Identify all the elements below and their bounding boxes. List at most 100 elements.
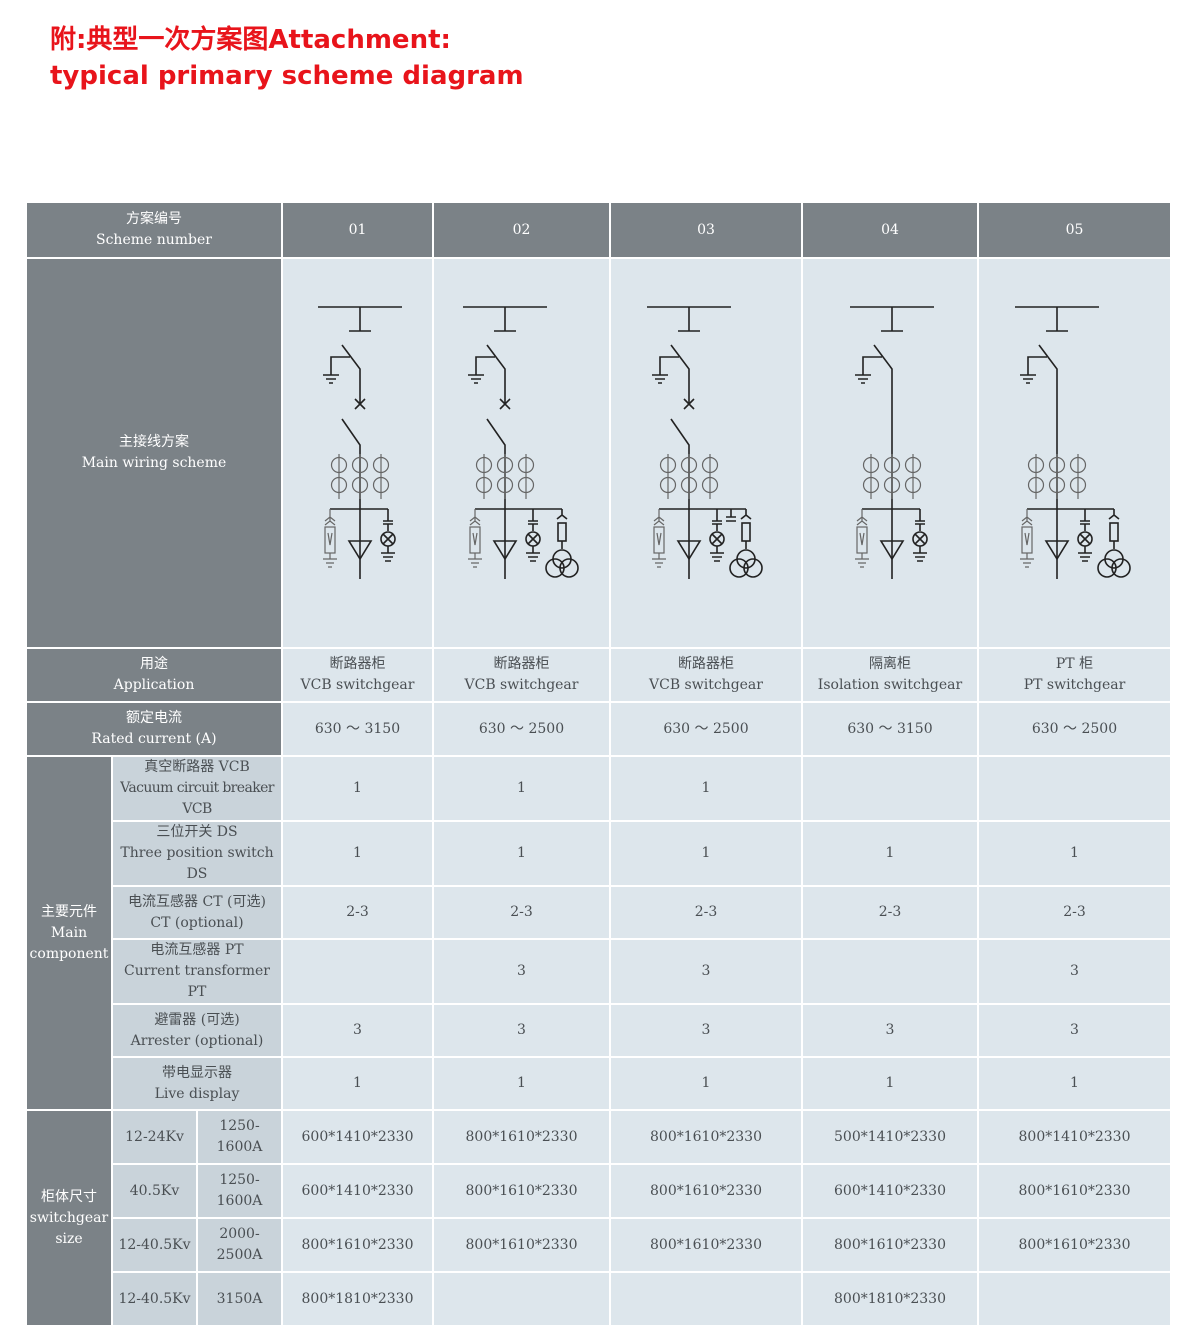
component-qty: 3 — [283, 1005, 432, 1056]
component-cn: 真空断路器 VCB — [144, 759, 250, 775]
scheme-number-5: 05 — [979, 203, 1170, 257]
voltage: 12-24Kv — [113, 1111, 196, 1163]
arrester-icon — [323, 509, 337, 568]
rated-current-cell: 630 ～ 2500 — [611, 703, 801, 755]
component-en: Three position switch DS — [120, 845, 274, 882]
arrester-icon — [652, 509, 666, 568]
current-transformer-icon — [659, 454, 719, 499]
size-value: 600*1410*2330 — [283, 1165, 432, 1217]
size-value: 800*1610*2330 — [434, 1165, 609, 1217]
size-value: 800*1610*2330 — [979, 1165, 1170, 1217]
component-qty: 3 — [434, 940, 609, 1003]
current-transformer-icon — [1027, 454, 1087, 499]
page-title: 附:典型一次方案图Attachment: typical primary sch… — [50, 22, 524, 94]
live-display-icon — [380, 509, 396, 562]
application-en: Isolation switchgear — [817, 677, 963, 693]
label-en: Main wiring scheme — [81, 455, 227, 471]
voltage-transformer-icon — [545, 509, 579, 578]
component-qty: 2-3 — [434, 887, 609, 938]
wiring-diagram-cell — [979, 259, 1170, 647]
size-value — [979, 1273, 1170, 1325]
arrester-icon — [1020, 509, 1034, 568]
breaker-x-icon — [354, 398, 366, 410]
capacitor-icon — [726, 509, 736, 522]
current-range: 1250-1600A — [198, 1111, 281, 1163]
size-value — [611, 1273, 801, 1325]
component-qty: 2-3 — [283, 887, 432, 938]
live-display-icon — [912, 509, 928, 562]
component-cn: 避雷器 (可选) — [154, 1011, 240, 1028]
current-transformer-icon — [475, 454, 535, 499]
component-qty: 2-3 — [611, 887, 801, 938]
rated-current-cell: 630 ～ 3150 — [283, 703, 432, 755]
size-value: 800*1610*2330 — [611, 1219, 801, 1271]
size-value: 800*1810*2330 — [803, 1273, 977, 1325]
label-en: size — [55, 1230, 83, 1247]
scheme-number-2: 02 — [434, 203, 609, 257]
component-qty — [979, 757, 1170, 820]
disconnect-switch-icon — [468, 344, 506, 405]
wiring-diagram-cell — [283, 259, 432, 647]
wiring-diagram-3 — [647, 306, 763, 579]
component-qty: 1 — [283, 1058, 432, 1109]
component-en: CT (optional) — [150, 914, 244, 931]
application-cell: 断路器柜 VCB switchgear — [434, 649, 609, 701]
voltage: 40.5Kv — [113, 1165, 196, 1217]
component-cn: 电流互感器 CT (可选) — [128, 893, 266, 910]
component-en: Vacuum circuit breaker VCB — [120, 780, 274, 817]
breaker-x-icon — [683, 398, 695, 410]
cable-terminal-icon — [879, 540, 905, 561]
rated-current-cell: 630 ～ 2500 — [979, 703, 1170, 755]
label-en: Main — [50, 924, 88, 941]
cable-terminal-icon — [492, 540, 518, 561]
application-cn: 断路器柜 — [329, 656, 386, 672]
component-qty: 1 — [979, 822, 1170, 885]
current-transformer-icon — [862, 454, 922, 499]
current-range: 1250-1600A — [198, 1165, 281, 1217]
application-cn: PT 柜 — [1055, 656, 1094, 672]
size-value: 800*1610*2330 — [611, 1111, 801, 1163]
component-qty: 1 — [434, 1058, 609, 1109]
component-qty: 3 — [803, 1005, 977, 1056]
component-qty: 3 — [979, 940, 1170, 1003]
component-name: 避雷器 (可选)Arrester (optional) — [113, 1005, 281, 1056]
application-cn: 断路器柜 — [493, 656, 550, 672]
component-name: 电流互感器 CT (可选) CT (optional) — [113, 887, 281, 938]
label-cn: 方案编号 — [126, 211, 182, 227]
cable-terminal-icon — [1044, 540, 1070, 561]
component-qty: 1 — [979, 1058, 1170, 1109]
application-cell: 断路器柜 VCB switchgear — [283, 649, 432, 701]
component-qty: 3 — [434, 1005, 609, 1056]
voltage: 12-40.5Kv — [113, 1219, 196, 1271]
arrester-icon — [855, 509, 869, 568]
component-en: Current transformer PT — [124, 963, 270, 1000]
component-qty — [283, 940, 432, 1003]
title-line-1: 附:典型一次方案图Attachment: — [50, 25, 451, 55]
disconnect-switch-icon — [855, 344, 893, 579]
current-range: 3150A — [198, 1273, 281, 1325]
application-en: VCB switchgear — [464, 677, 579, 693]
current-line: 3150A — [216, 1290, 263, 1307]
title-line-2: typical primary scheme diagram — [50, 61, 524, 91]
label-cn: 主要元件 — [41, 903, 97, 920]
current-line: 1600A — [216, 1193, 263, 1209]
rated-current-cell: 630 ～ 2500 — [434, 703, 609, 755]
component-qty: 1 — [434, 757, 609, 820]
component-qty: 1 — [803, 822, 977, 885]
current-line: 2000- — [219, 1226, 260, 1242]
component-qty: 3 — [979, 1005, 1170, 1056]
disconnect-switch-icon — [1020, 344, 1058, 579]
component-qty: 1 — [434, 822, 609, 885]
wiring-diagram-cell — [434, 259, 609, 647]
disconnect-switch-icon — [652, 344, 690, 405]
component-qty: 1 — [803, 1058, 977, 1109]
application-en: VCB switchgear — [300, 677, 415, 693]
